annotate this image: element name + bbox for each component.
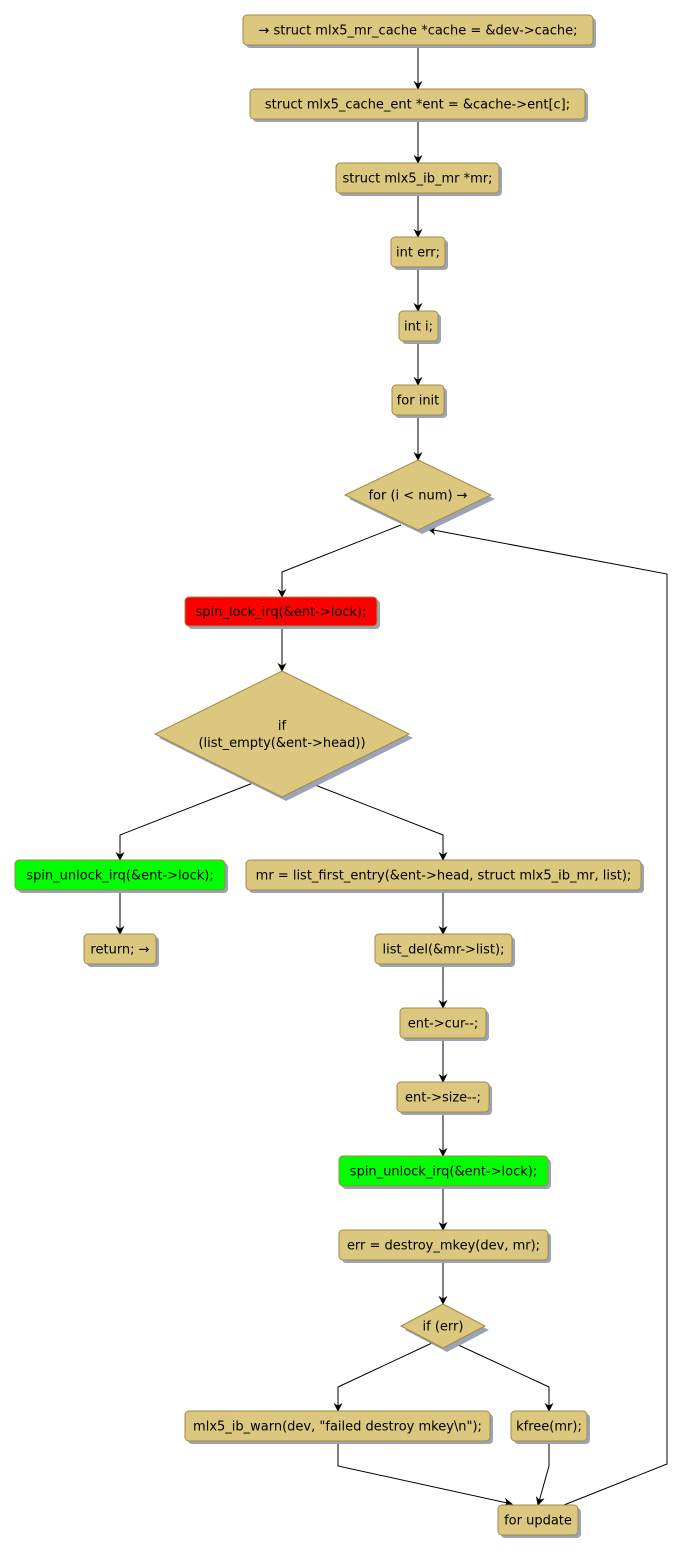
node-label: ent->size--; [405,1091,481,1106]
action-node-n13: ent->size--; [396,1081,492,1115]
node-label: list_del(&mr->list); [383,943,505,958]
action-node-n5: int i; [398,310,441,344]
node-box [335,162,500,194]
node-label: mr = list_first_entry(&ent->head, struct… [256,869,632,884]
action-node-n8: spin_unlock_irq(&ent->lock); [14,859,228,893]
node-box [184,1410,491,1442]
action-node-n11: list_del(&mr->list); [374,933,515,967]
action-node-n9: return; → [83,933,159,967]
node-label: mlx5_ib_warn(dev, "failed destroy mkey\n… [193,1420,482,1435]
node-box [83,933,157,965]
node-label: return; → [90,943,149,958]
decision-node-d1: for (i < num) → [343,459,495,534]
node-label: struct mlx5_cache_ent *ent = &cache->ent… [265,98,570,113]
node-box [245,859,642,891]
decision-node-d2: if (list_empty(&ent->head)) [153,670,413,801]
node-box [14,859,226,891]
node-box [497,1504,579,1536]
node-box [390,236,446,268]
edge-d1-n7 [277,524,402,598]
node-diamond [153,670,411,798]
node-label: spin_lock_irq(&ent->lock); [196,605,367,620]
node-box [391,384,445,416]
node-label: ent->cur--; [408,1017,479,1032]
node-label: → struct mlx5_mr_cache *cache = &dev->ca… [258,24,577,39]
action-node-n7: spin_lock_irq(&ent->lock); [184,596,380,629]
node-box [242,14,594,46]
action-node-n18: for update [497,1504,581,1538]
edge-d2-n8 [115,782,254,861]
edge-n17-n18 [535,1441,550,1506]
node-label: for update [504,1514,572,1529]
edge-n18-d1 [427,526,668,1506]
node-label: if (err) [423,1320,464,1335]
edge-d2-n10 [309,782,448,861]
node-label: spin_unlock_irq(&ent->lock); [350,1165,537,1180]
action-node-n3: struct mlx5_ib_mr *mr; [335,162,502,196]
action-node-n12: ent->cur--; [399,1007,489,1041]
action-node-n4: int err; [390,236,448,270]
node-diamond [343,459,493,531]
node-box [374,933,513,965]
node-label: if [278,719,287,734]
node-label: spin_unlock_irq(&ent->lock); [26,869,213,884]
action-node-n2: struct mlx5_cache_ent *ent = &cache->ent… [249,88,588,122]
edge-n16-n18 [337,1441,513,1507]
node-box [399,1007,487,1039]
node-label: int err; [396,246,440,261]
node-box [249,88,586,120]
node-box [396,1081,490,1113]
node-label: kfree(mr); [516,1420,582,1435]
action-node-n14: spin_unlock_irq(&ent->lock); [338,1155,551,1189]
node-label: for (i < num) → [368,489,467,504]
node-box [184,596,378,627]
node-diamond [399,1303,487,1349]
edges-layer [115,45,668,1507]
node-label: int i; [404,320,433,335]
node-box [338,1155,549,1187]
action-node-n17: kfree(mr); [510,1410,590,1444]
edge-d3-n17 [453,1342,554,1412]
node-box [398,310,439,342]
action-node-n6: for init [391,384,447,418]
node-label: err = destroy_mkey(dev, mr); [347,1239,540,1254]
action-node-n10: mr = list_first_entry(&ent->head, struct… [245,859,644,893]
node-box [338,1229,549,1261]
action-node-n15: err = destroy_mkey(dev, mr); [338,1229,551,1263]
edge-d3-n16 [333,1342,433,1412]
decision-node-d3: if (err) [399,1303,489,1352]
action-node-n16: mlx5_ib_warn(dev, "failed destroy mkey\n… [184,1410,493,1444]
node-label: struct mlx5_ib_mr *mr; [343,172,493,187]
nodes-layer: → struct mlx5_mr_cache *cache = &dev->ca… [14,14,644,1538]
node-label: (list_empty(&ent->head)) [198,736,365,751]
node-box [510,1410,588,1442]
node-label: for init [397,394,440,409]
action-node-n1: → struct mlx5_mr_cache *cache = &dev->ca… [242,14,596,48]
